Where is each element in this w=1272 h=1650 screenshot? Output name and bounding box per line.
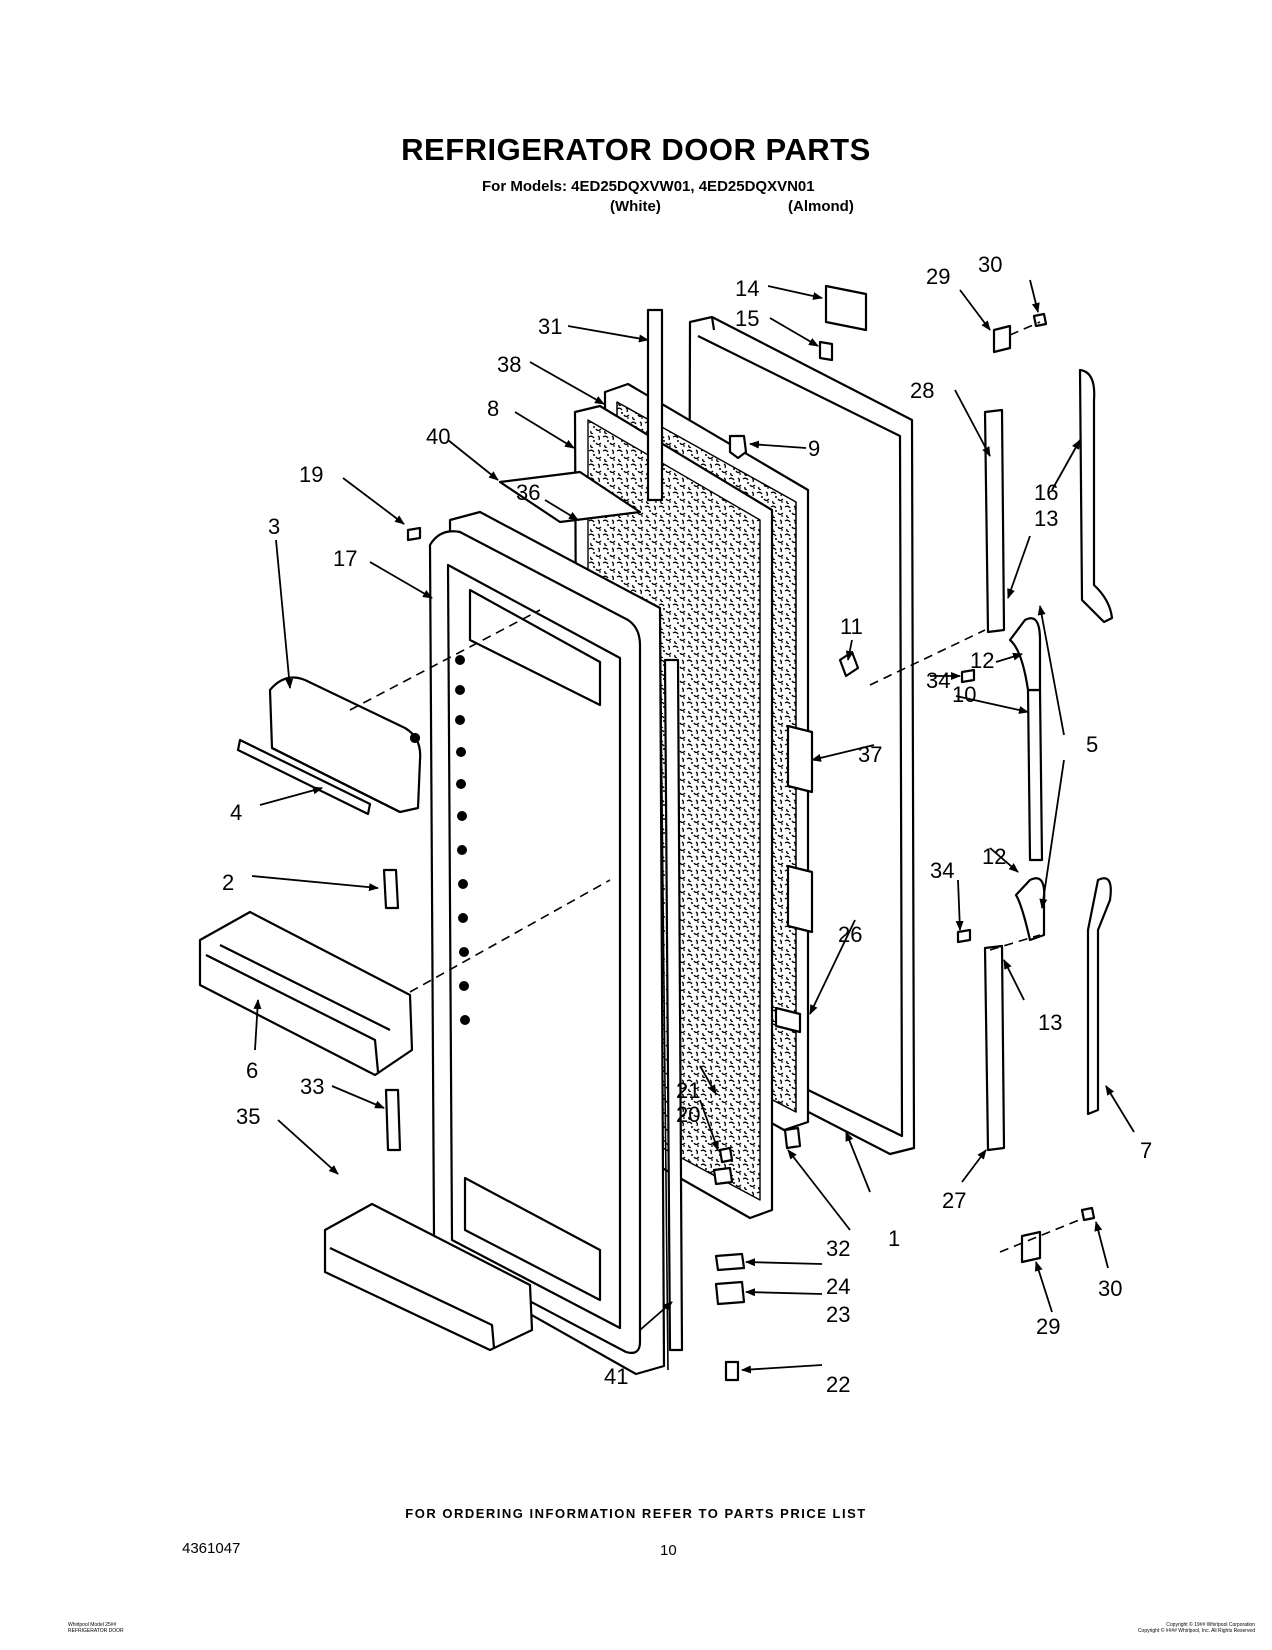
label-15: [818, 340, 834, 362]
spacer-37b: [786, 864, 814, 934]
fine-print-left-line-2: REFRIGERATOR DOOR: [68, 1628, 124, 1634]
part-label-38: 38: [497, 352, 521, 377]
part-label-36: 36: [516, 480, 540, 505]
fine-print-left-line-1: Whirlpool Model 25##: [68, 1622, 117, 1628]
fine-print-right-line-1: Copyright © 19## Whirlpool Corporation: [1166, 1622, 1255, 1628]
top-trim: [646, 308, 664, 502]
part-label-9: 9: [808, 436, 820, 461]
door-shelf: [198, 910, 414, 1077]
part-label-26: 26: [838, 922, 862, 947]
part-label-17: 17: [333, 546, 357, 571]
models-line: For Models: 4ED25DQXVW01, 4ED25DQXVN01: [482, 178, 815, 195]
part-label-35: 35: [236, 1104, 260, 1129]
hinge-cap-29-top: [992, 324, 1012, 354]
part-label-31: 31: [538, 314, 562, 339]
part-label-34-bottom: 34: [930, 858, 954, 883]
part-label-20: 20: [676, 1102, 700, 1127]
shelf-bracket-lower: [384, 1088, 402, 1152]
shelf-bracket-upper: [382, 868, 400, 910]
hinge-bracket-lower: [1014, 877, 1046, 942]
screw-21: [718, 1146, 734, 1164]
hinge-cover-top: [983, 408, 1006, 634]
door-stop-bar: [1026, 688, 1044, 862]
part-label-13-top: 13: [1034, 506, 1058, 531]
part-label-15: 15: [735, 306, 759, 331]
part-label-37: 37: [858, 742, 882, 767]
part-label-22: 22: [826, 1372, 850, 1397]
dairy-door: [268, 676, 422, 814]
page-number: 10: [660, 1542, 677, 1559]
part-label-12-top: 12: [970, 648, 994, 673]
part-label-30-top: 30: [978, 252, 1002, 277]
screw-22: [724, 1360, 740, 1382]
part-label-24: 24: [826, 1274, 850, 1299]
door-trim-strip: [663, 658, 684, 1352]
part-label-4: 4: [230, 800, 242, 825]
hinge-23: [714, 1280, 746, 1306]
hinge-cover-bottom: [983, 944, 1006, 1152]
screw-19: [406, 526, 422, 542]
part-label-23: 23: [826, 1302, 850, 1327]
handle-trim-lower: [1086, 877, 1112, 1116]
part-label-12-bottom: 12: [982, 844, 1006, 869]
part-label-34-top: 34: [926, 668, 950, 693]
part-label-29-bottom: 29: [1036, 1314, 1060, 1339]
part-label-30-bottom: 30: [1098, 1276, 1122, 1301]
plug-9: [728, 434, 748, 460]
part-label-40: 40: [426, 424, 450, 449]
ordering-info: FOR ORDERING INFORMATION REFER TO PARTS …: [405, 1506, 867, 1521]
leader-arrows: [251, 279, 1135, 1374]
document-number: 4361047: [182, 1540, 241, 1557]
part-label-33: 33: [300, 1074, 324, 1099]
part-label-8: 8: [487, 396, 499, 421]
alignment-lines: [349, 321, 1085, 1253]
lower-door-shelf: [323, 1202, 534, 1352]
part-label-27: 27: [942, 1188, 966, 1213]
label-14: [824, 284, 868, 332]
inner-door-liner: [428, 510, 669, 1376]
fine-print-right: Copyright © 19## Whirlpool Corporation C…: [1075, 1622, 1255, 1634]
part-label-14: 14: [735, 276, 759, 301]
hinge-bracket-upper: [1008, 617, 1042, 692]
handle-trim-upper: [1078, 368, 1114, 624]
part-label-41: 41: [604, 1364, 628, 1389]
screw-34-lower: [956, 928, 972, 944]
fine-print-left: Whirlpool Model 25## REFRIGERATOR DOOR: [68, 1622, 124, 1634]
bracket-26: [774, 1006, 802, 1034]
part-label-10: 10: [952, 682, 976, 707]
screw-34-upper: [960, 668, 976, 684]
part-label-6: 6: [246, 1058, 258, 1083]
plug-32: [783, 1126, 802, 1150]
washer-20: [712, 1166, 734, 1186]
color-white-label: (White): [610, 198, 661, 215]
part-label-7: 7: [1140, 1138, 1152, 1163]
dairy-bar: [236, 738, 372, 816]
screw-30-top: [1032, 312, 1048, 328]
spacer-37a: [786, 724, 814, 794]
screw-30-bottom: [1080, 1206, 1096, 1222]
part-label-5: 5: [1086, 732, 1098, 757]
part-label-3: 3: [268, 514, 280, 539]
part-label-2: 2: [222, 870, 234, 895]
hinge-plate-24: [714, 1252, 746, 1272]
part-label-29-top: 29: [926, 264, 950, 289]
color-almond-label: (Almond): [788, 198, 854, 215]
part-label-28: 28: [910, 378, 934, 403]
page-title: REFRIGERATOR DOOR PARTS: [401, 132, 871, 167]
fine-print-right-line-2: Copyright © #### Whirlpool, Inc. All Rig…: [1137, 1628, 1255, 1634]
part-label-16: 16: [1034, 480, 1058, 505]
part-label-11: 11: [840, 614, 863, 639]
part-label-1: 1: [888, 1226, 900, 1251]
part-label-21: 21: [676, 1078, 700, 1103]
part-label-13-bottom: 13: [1038, 1010, 1062, 1035]
part-label-32: 32: [826, 1236, 850, 1261]
part-label-19: 19: [299, 462, 323, 487]
top-cap: [498, 470, 642, 524]
hinge-cap-29-bottom: [1020, 1230, 1042, 1264]
